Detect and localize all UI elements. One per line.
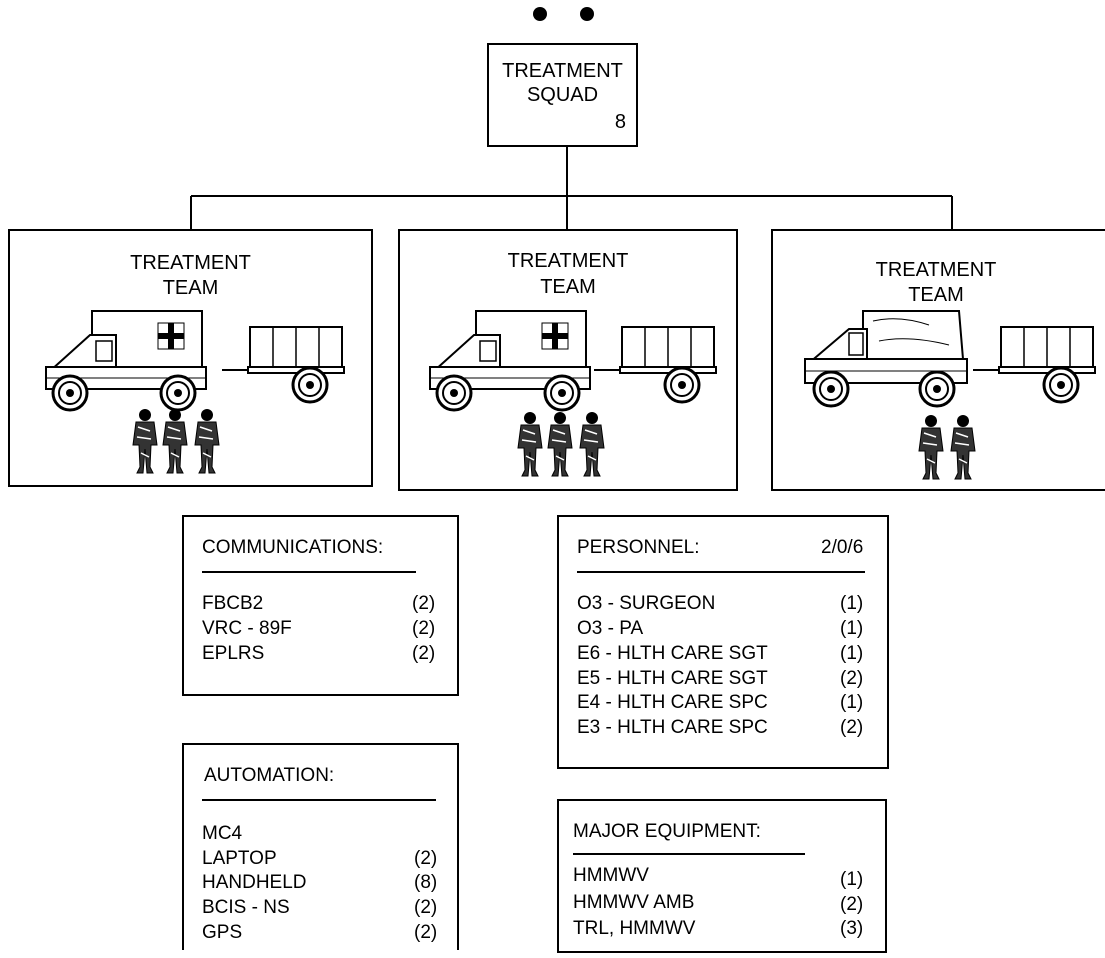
personnel-item-name: O3 - SURGEON <box>577 593 716 614</box>
soldier-icon <box>579 411 605 477</box>
communications-item-qty: (2) <box>412 643 436 664</box>
treatment-team-box-1: TREATMENT TEAM <box>8 229 373 487</box>
team-1-title-line2: TEAM <box>162 277 219 299</box>
personnel-item-qty: (1) <box>840 692 864 713</box>
cargo-truck-icon <box>805 311 967 406</box>
soldier-icon <box>547 411 573 477</box>
automation-item-name: BCIS - NS <box>202 897 290 918</box>
automation-title: AUTOMATION: <box>204 765 335 786</box>
major-equipment-item-name: HMMWV <box>573 865 649 886</box>
soldier-icon <box>162 408 188 474</box>
communications-item-name: FBCB2 <box>202 593 264 614</box>
team-2-illustration <box>400 231 736 477</box>
trailer-icon <box>222 327 344 402</box>
communications-item-name: EPLRS <box>202 643 265 664</box>
soldier-icon <box>918 414 944 480</box>
major-equipment-item-name: TRL, HMMWV <box>573 918 696 939</box>
ambulance-icon <box>430 311 590 410</box>
personnel-title: PERSONNEL: <box>577 537 700 558</box>
treatment-team-box-3: TREATMENT TEAM <box>771 229 1105 491</box>
major-equipment-item-qty: (2) <box>840 894 864 915</box>
soldier-icon <box>132 408 158 474</box>
personnel-item-name: E4 - HLTH CARE SPC <box>577 692 768 713</box>
personnel-item-name: E6 - HLTH CARE SGT <box>577 643 768 664</box>
communications-item-qty: (2) <box>412 618 436 639</box>
squad-count: 8 <box>614 111 626 133</box>
automation-item-name: LAPTOP <box>202 848 277 869</box>
team-3-title-line2: TEAM <box>908 284 964 306</box>
squad-title-line2: SQUAD <box>526 84 599 106</box>
ambulance-icon <box>46 311 206 410</box>
communications-item-qty: (2) <box>412 593 436 614</box>
personnel-item-name: O3 - PA <box>577 618 644 639</box>
personnel-item-qty: (1) <box>840 643 864 664</box>
personnel-item-qty: (2) <box>840 717 864 738</box>
communications-item-name: VRC - 89F <box>202 618 292 639</box>
trailer-icon <box>594 327 716 402</box>
treatment-team-box-2: TREATMENT TEAM <box>398 229 738 491</box>
team-1-illustration <box>10 231 371 474</box>
automation-item-qty: (8) <box>414 872 438 893</box>
major-equipment-panel: MAJOR EQUIPMENT: HMMWV (1) HMMWV AMB (2)… <box>557 799 887 953</box>
communications-title: COMMUNICATIONS: <box>202 537 384 558</box>
automation-panel: AUTOMATION: MC4 LAPTOP (2) HANDHELD (8) … <box>182 743 459 950</box>
personnel-item-name: E3 - HLTH CARE SPC <box>577 717 768 738</box>
automation-item-name: HANDHELD <box>202 872 307 893</box>
personnel-panel: PERSONNEL: 2/0/6 O3 - SURGEON (1) O3 - P… <box>557 515 889 769</box>
soldier-icon <box>194 408 220 474</box>
personnel-item-name: E5 - HLTH CARE SGT <box>577 668 768 689</box>
personnel-total: 2/0/6 <box>821 537 864 558</box>
soldier-icon <box>950 414 976 480</box>
personnel-item-qty: (2) <box>840 668 864 689</box>
team-2-title-line2: TEAM <box>540 276 596 298</box>
automation-item-qty: (2) <box>414 897 438 918</box>
major-equipment-item-qty: (3) <box>840 918 864 939</box>
team-1-title-line1: TREATMENT <box>130 252 251 274</box>
communications-panel: COMMUNICATIONS: FBCB2 (2) VRC - 89F (2) … <box>182 515 459 696</box>
trailer-icon <box>973 327 1095 402</box>
squad-title-line1: TREATMENT <box>502 60 623 82</box>
personnel-item-qty: (1) <box>840 593 864 614</box>
personnel-divider <box>577 571 865 573</box>
major-equipment-item-qty: (1) <box>840 869 864 890</box>
major-equipment-divider <box>573 853 805 855</box>
personnel-item-qty: (1) <box>840 618 864 639</box>
automation-divider <box>202 799 436 801</box>
soldier-icon <box>517 411 543 477</box>
team-3-illustration <box>773 231 1105 480</box>
automation-item-qty: (2) <box>414 922 438 943</box>
team-2-title-line1: TREATMENT <box>507 250 629 272</box>
automation-item-name: MC4 <box>202 823 243 844</box>
team-3-title-line1: TREATMENT <box>875 259 997 281</box>
automation-item-qty: (2) <box>414 848 438 869</box>
automation-item-name: GPS <box>202 922 243 943</box>
major-equipment-title: MAJOR EQUIPMENT: <box>573 821 761 842</box>
major-equipment-item-name: HMMWV AMB <box>573 892 695 913</box>
continuation-dot <box>533 7 547 21</box>
continuation-dot <box>580 7 594 21</box>
treatment-squad-box: TREATMENT SQUAD 8 <box>487 43 638 147</box>
communications-divider <box>202 571 416 573</box>
